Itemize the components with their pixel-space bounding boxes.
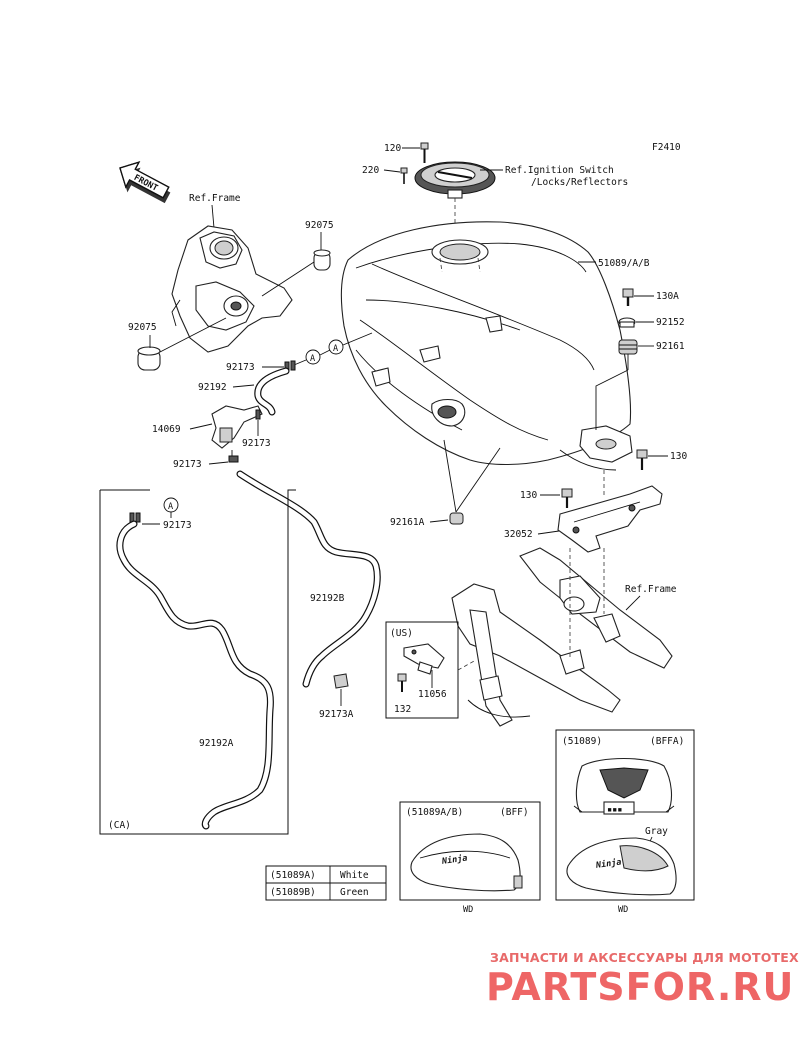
hose-92192b [236, 470, 381, 688]
part-92192b-label: 92192B [310, 593, 345, 604]
clamp-92173a [333, 673, 349, 689]
front-arrow-icon: FRONT [119, 161, 171, 204]
bolt-132 [397, 673, 407, 692]
grommet-92075-left [137, 346, 161, 371]
bffa-gray-label: Gray [645, 826, 668, 837]
tank-bff-decal-illustration: Ninja [410, 833, 523, 892]
bffa-code-label: (51089) [562, 736, 602, 747]
hose-92192a [116, 520, 274, 830]
color-table-code-0: (51089A) [270, 870, 316, 881]
svg-text:A: A [333, 344, 338, 354]
tank-bffa-decal-illustration: Ninja [566, 837, 677, 896]
part-92173a-label: 92173A [319, 709, 354, 720]
part-92192-label: 92192 [198, 382, 227, 393]
part-130a-label: 130A [656, 291, 679, 302]
part-132-label: 132 [394, 704, 411, 715]
part-130-mid-label: 130 [520, 490, 537, 501]
part-92192a-label: 92192A [199, 738, 234, 749]
circle-mark-a2: A [328, 339, 344, 355]
figure-code: F2410 [652, 142, 681, 153]
part-92173-1-label: 92173 [226, 362, 255, 373]
part-92075-top-label: 92075 [305, 220, 334, 231]
ref-frame-top-label: Ref.Frame [189, 193, 241, 204]
frame-bracket-part [171, 225, 293, 353]
part-220-label: 220 [362, 165, 379, 176]
svg-text:A: A [310, 354, 315, 364]
bff-tag-label: (BFF) [500, 807, 529, 818]
circle-mark-a3: A [163, 497, 179, 513]
bolt-130-mid [561, 488, 573, 508]
ref-ignition-line2: /Locks/Reflectors [531, 177, 628, 188]
us-box-label: (US) [390, 628, 413, 639]
bracket-32052 [557, 485, 663, 553]
collar-92152 [618, 317, 636, 328]
svg-text:A: A [168, 502, 173, 512]
part-92075-left-label: 92075 [128, 322, 157, 333]
screw-220 [400, 167, 408, 184]
bff-code-label: (51089A/B) [406, 807, 463, 818]
clamp-92173-3 [228, 455, 239, 463]
color-table-code-1: (51089B) [270, 887, 316, 898]
watermark-tagline: ЗАПЧАСТИ И АКСЕССУАРЫ ДЛЯ МОТОТЕХНИКИ [490, 950, 800, 965]
part-32052-label: 32052 [504, 529, 533, 540]
hose-92192 [254, 367, 290, 416]
bolt-130-right [636, 449, 648, 470]
part-51089ab-label: 51089/A/B [598, 258, 650, 269]
wd-right-label: WD [618, 905, 628, 915]
ref-ignition-line1: Ref.Ignition Switch [505, 165, 614, 176]
bolt-120 [420, 142, 429, 163]
ninja-logo-bff: Ninja [440, 852, 468, 867]
bolt-130a [622, 288, 634, 306]
color-table-color-1: Green [340, 887, 369, 898]
ca-variant-box [99, 489, 296, 835]
valve-14069 [211, 405, 263, 449]
part-92173-3-label: 92173 [173, 459, 202, 470]
part-92161a-label: 92161A [390, 517, 425, 528]
part-120-label: 120 [384, 143, 401, 154]
bracket-11056 [403, 643, 445, 675]
color-table: (51089A) White (51089B) Green [265, 865, 387, 901]
ref-frame-right-label: Ref.Frame [625, 584, 677, 595]
ca-box-label: (CA) [108, 820, 131, 831]
color-table-color-0: White [340, 870, 369, 881]
ninja-logo-bffa: Ninja [594, 856, 622, 871]
part-92173-2-label: 92173 [242, 438, 271, 449]
grommet-92075-top [313, 249, 331, 271]
part-92173-ca-label: 92173 [163, 520, 192, 531]
fuel-tank-51089 [340, 221, 633, 471]
svg-text:▪▪▪: ▪▪▪ [607, 805, 622, 815]
frame-rails-part [451, 547, 673, 727]
tank-bffa-top-illustration: ▪▪▪ [573, 757, 675, 815]
fuel-cap-assembly [414, 161, 496, 199]
damper-92161 [618, 339, 638, 355]
part-130-right-label: 130 [670, 451, 687, 462]
watermark-logo: PARTSFOR.RU [486, 965, 794, 1009]
bffa-variant-box [555, 729, 695, 901]
wd-left-label: WD [463, 905, 473, 915]
clamp-92173-2 [255, 409, 261, 420]
damper-92161a [449, 512, 464, 525]
part-92161-label: 92161 [656, 341, 685, 352]
bffa-tag-label: (BFFA) [650, 736, 684, 747]
bff-variant-box [399, 801, 541, 901]
part-92152-label: 92152 [656, 317, 685, 328]
part-11056-label: 11056 [418, 689, 447, 700]
part-14069-label: 14069 [152, 424, 181, 435]
circle-mark-a1: A [305, 349, 321, 365]
